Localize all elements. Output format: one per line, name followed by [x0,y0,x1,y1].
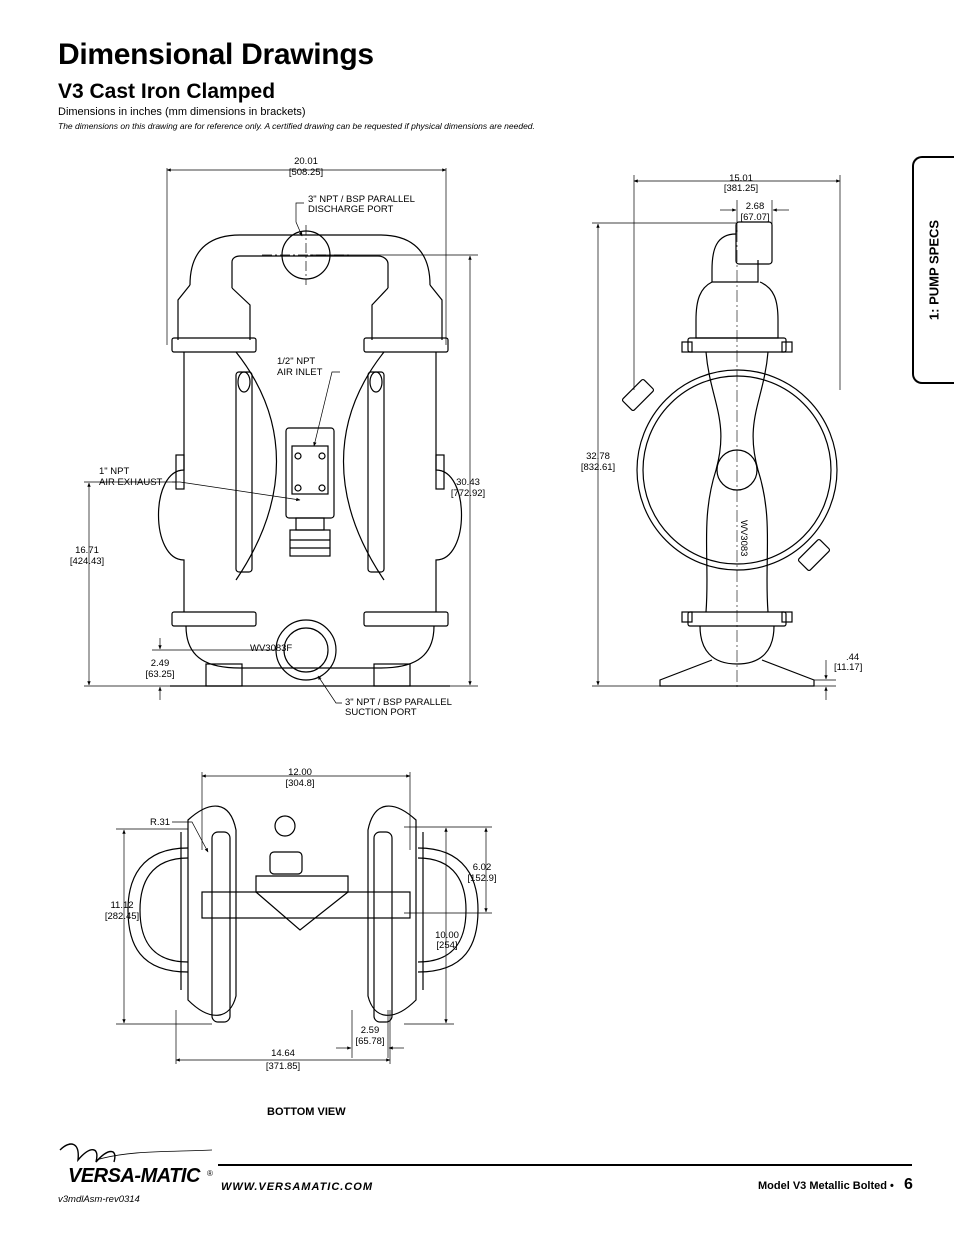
air-inlet-label-2: AIR INLET [277,367,323,378]
casting-mark-side: WV3083 [738,520,749,556]
dim-bottom-width-mm: [304.8] [285,778,314,789]
dim-center-depth: 10.00 [435,930,459,941]
versa-matic-logo: VERSA-MATIC [68,1165,200,1187]
model-line: Model V3 Metallic Bolted • [758,1180,894,1192]
dim-suction-height-mm: [63.25] [145,669,174,680]
bottom-view-label: BOTTOM VIEW [267,1106,346,1118]
registered-mark: ® [207,1169,213,1178]
dim-center-depth-mm: [254] [436,940,457,951]
dim-half-depth: 6.02 [473,862,492,873]
section-tab[interactable]: 1: PUMP SPECS [912,156,954,384]
dim-side-height-mm: [832.61] [581,462,615,473]
disclaimer-note: The dimensions on this drawing are for r… [58,121,535,131]
air-exhaust-label-2: AIR EXHAUST [99,477,163,488]
suction-port-label-2: SUCTION PORT [345,707,417,718]
dim-base-width: 14.64 [271,1048,295,1059]
dim-front-height-mm: [772.92] [451,488,485,499]
discharge-port-label: 3" NPT / BSP PARALLEL [308,194,415,205]
dim-front-height: 30.43 [456,477,480,488]
page-title: Dimensional Drawings [58,38,374,71]
document-reference: v3mdlAsm-rev0314 [58,1194,140,1205]
dim-depth-mm: [282.45] [105,911,139,922]
discharge-port-label-2: DISCHARGE PORT [308,204,394,215]
section-subtitle: V3 Cast Iron Clamped [58,80,276,103]
side-view [621,221,838,690]
dim-base-width-mm: [371.85] [266,1061,300,1072]
dim-depth: 11.12 [110,900,133,911]
bottom-dimensions [116,772,492,1064]
dim-discharge-offset: 2.68 [746,201,765,212]
dim-mount-spacing: 2.59 [361,1025,380,1036]
dim-discharge-offset-mm: [67.07] [740,212,769,223]
bottom-view [127,805,479,1023]
dim-side-height: 32.78 [586,451,610,462]
dim-mount-spacing-mm: [65.78] [355,1036,384,1047]
footer-rule [218,1164,912,1166]
casting-mark-front: WV3083F [250,643,292,654]
dim-radius: R.31 [150,817,170,828]
website-link[interactable]: WWW.VERSAMATIC.COM [221,1181,374,1193]
dim-base-height: .44 [846,652,859,663]
dim-exhaust-height: 16.71 [75,545,99,556]
suction-port-label: 3" NPT / BSP PARALLEL [345,697,452,708]
dim-front-width: 20.01 [294,156,318,167]
dim-bottom-width: 12.00 [288,767,312,778]
logo-mark [59,1143,213,1163]
front-dimensions [84,168,478,704]
dim-exhaust-height-mm: [424.43] [70,556,104,567]
side-dimensions [592,175,841,700]
dim-side-width-mm: [381.25] [724,183,758,194]
units-note: Dimensions in inches (mm dimensions in b… [58,106,306,118]
dim-half-depth-mm: [152.9] [467,873,496,884]
dim-suction-height: 2.49 [151,658,170,669]
dim-base-height-mm: [11.17] [834,662,862,673]
front-view [158,225,462,687]
dim-front-width-mm: [508.25] [289,167,323,178]
dim-side-width: 15.01 [729,173,753,184]
air-exhaust-label: 1" NPT [99,466,129,477]
air-inlet-label: 1/2" NPT [277,356,315,367]
page-number: 6 [904,1176,913,1193]
